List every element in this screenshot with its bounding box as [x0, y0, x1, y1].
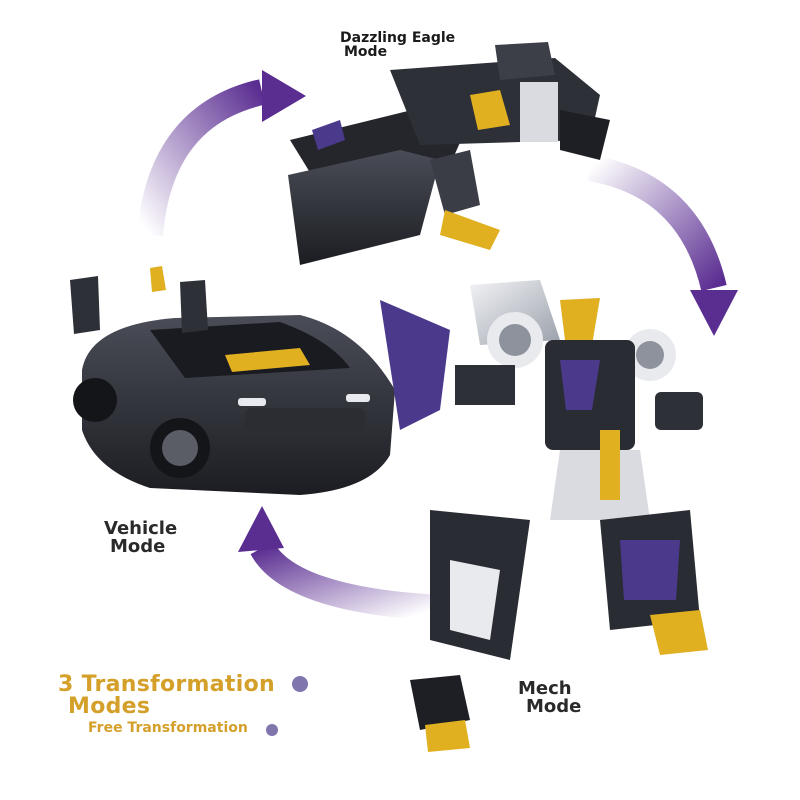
vehicle-mode-label: Vehicle Mode [104, 520, 177, 556]
promo-title-line2: Modes [68, 694, 151, 719]
cycle-arrow-icon [137, 70, 306, 237]
vehicle-mode-label-line1: Vehicle [104, 518, 178, 539]
promo-subtitle: Free Transformation [88, 720, 248, 736]
vehicle-mode-label-line2: Mode [110, 536, 166, 557]
mech-mode-robot [380, 280, 708, 752]
mech-mode-label-line2: Mode [526, 696, 582, 717]
promo-title-line1: 3 Transformation [58, 672, 275, 697]
cycle-arrow-icon [238, 506, 441, 621]
eagle-mode-label-line2: Mode [344, 44, 388, 60]
vehicle-mode-car [70, 266, 395, 495]
promo-title: 3 Transformation Modes [58, 674, 275, 718]
eagle-mode-label: Dazzling Eagle Mode [340, 31, 455, 59]
cycle-arrow-icon [587, 155, 738, 336]
eagle-mode-label-line1: Dazzling Eagle [340, 30, 456, 46]
mech-mode-label: Mech Mode [518, 680, 581, 716]
decorative-dabs [266, 676, 308, 736]
mech-mode-label-line1: Mech [518, 678, 572, 699]
eagle-mode-robot [288, 42, 610, 265]
